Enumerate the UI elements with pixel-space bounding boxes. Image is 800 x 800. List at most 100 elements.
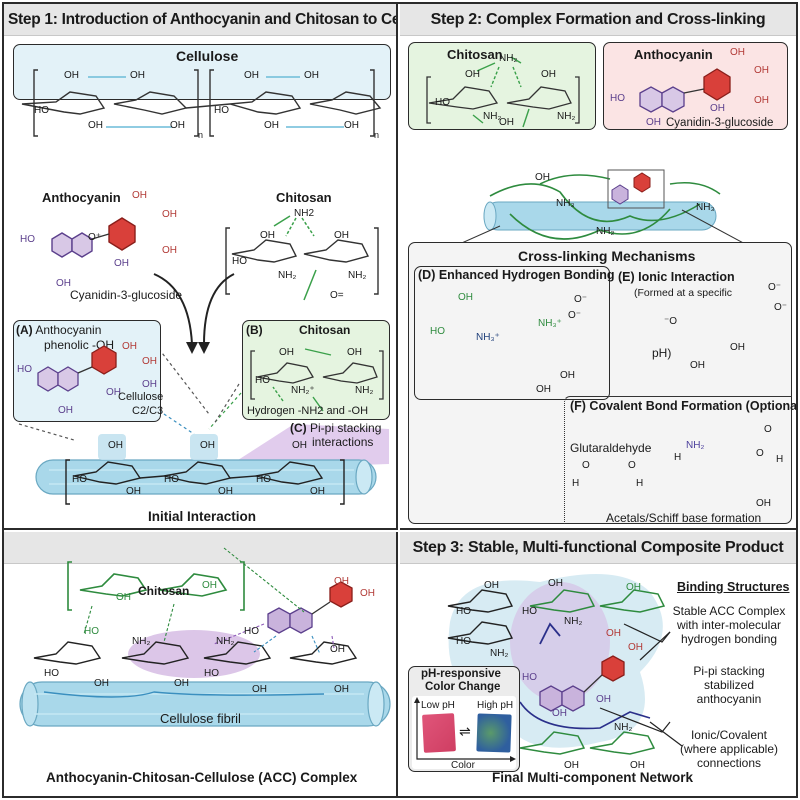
crosslinking-mechanisms-panel xyxy=(408,242,792,524)
panel-b-nh3-label: NH₂⁺ xyxy=(291,385,315,396)
f-nh2-label: NH₂ xyxy=(686,440,705,451)
panel-a-line2: phenolic -OH xyxy=(44,338,115,352)
anthocyanin-oh-label: OH xyxy=(162,209,177,220)
cellulose-oh-label: OH xyxy=(64,70,79,81)
fibril-oh-label: OH xyxy=(218,486,233,497)
acc-nh2-label: NH₂ xyxy=(216,636,235,647)
cellulose-repeat-n: n xyxy=(198,130,204,140)
panel-a-note1: Cellulose xyxy=(118,391,164,403)
cellulose-oh-label: OH xyxy=(88,120,103,131)
d-o-minus-label: O⁻ xyxy=(574,294,588,305)
anthocyanin-oh-label: OH xyxy=(114,258,129,269)
d-nh3-label: NH₃⁺ xyxy=(538,318,562,329)
step1-drawing xyxy=(18,69,389,505)
acc-anthocyanin-ho: HO xyxy=(244,626,259,637)
acc-complex-section: Chitosan OH OH HO NH₂ NH₂ OH OH HO OH HO… xyxy=(4,532,398,796)
cellulose-oh-label: OH xyxy=(264,120,279,131)
f-o-label: O xyxy=(764,424,772,435)
color-axis-label: Color xyxy=(451,760,475,771)
acc-anthocyanin-oh: OH xyxy=(360,588,375,599)
step2-oh-label: OH xyxy=(499,117,514,128)
step2-compound-name: Cyanidin-3-glucoside xyxy=(666,117,774,129)
s3-nh2-label: NH₂ xyxy=(564,616,583,627)
s3-oh-label: OH xyxy=(626,582,641,593)
e-o-minus-label: ⁻O xyxy=(664,316,678,327)
panel-f-label: (F) Covalent Bond Formation (Optional) xyxy=(570,399,796,413)
panel-b-ho-label: HO xyxy=(255,375,270,386)
chitosan-nh2-label: NH2 xyxy=(294,208,315,219)
step2-anthocyanin-title: Anthocyanin xyxy=(634,47,713,62)
step2-anthocyanin-oh: OH xyxy=(710,103,725,114)
cellulose-oh-label: OH xyxy=(130,70,145,81)
panel-c-pipi-label: (C) Pi-pi stacking xyxy=(290,421,382,435)
cellulose-panel xyxy=(13,44,391,100)
glutaraldehyde-o: O xyxy=(628,460,636,471)
step2-ho-label: HO xyxy=(435,97,450,108)
panel-a-oh-label: OH xyxy=(106,387,121,398)
d-ho-label: HO xyxy=(430,326,445,337)
acc-cellulose-oh: OH xyxy=(252,684,267,695)
panel-e-label: (E) Ionic Interaction xyxy=(618,270,735,284)
step2-anthocyanin-structure xyxy=(639,68,731,113)
step1-title: Step 1: Introduction of Anthocyanin and … xyxy=(4,4,396,36)
step2-chitosan-title: Chitosan xyxy=(447,47,503,62)
panel-b-tag: (B) xyxy=(246,323,263,337)
f-o-label: O xyxy=(756,448,764,459)
step2-nh2-label: NH₂ xyxy=(483,111,502,122)
s3-oh-label: OH xyxy=(628,642,643,653)
d-oh-label: OH xyxy=(536,384,551,395)
d-nh3-label: NH₃⁺ xyxy=(476,332,500,343)
s3-oh-label: OH xyxy=(552,708,567,719)
equilibrium-arrows: ⇌ xyxy=(459,723,471,739)
panel-e-note: (Formed at a specific xyxy=(634,287,733,299)
acc-cellulose-ho: HO xyxy=(204,668,219,679)
f-h-label: H xyxy=(674,452,682,463)
acc-oh-label: OH xyxy=(116,592,131,603)
cellulose-oh-label: OH xyxy=(304,70,319,81)
panel-a-oh-label: OH xyxy=(142,379,157,390)
panel-a-oh-label: OH xyxy=(58,405,73,416)
panel-b-caption: Hydrogen -NH2 and -OH xyxy=(247,405,369,417)
f-oh-label: OH xyxy=(756,498,771,509)
ph-color-change-box: pH-responsive Color Change Low pH High p… xyxy=(408,666,520,772)
step2-title: Step 2: Complex Formation and Cross-link… xyxy=(400,4,796,36)
s3-oh-label: OH xyxy=(630,760,645,771)
complex-nh3-label: NH₃ xyxy=(696,202,715,213)
panel-a-ho-label: HO xyxy=(17,364,32,375)
acc-complex-footer: Anthocyanin-Chitosan-Cellulose (ACC) Com… xyxy=(46,770,358,785)
binding-item-hbond: Stable ACC Complex with inter-molecular … xyxy=(672,604,786,646)
panel-b-nh2-label: NH₂ xyxy=(355,385,374,396)
low-ph-label: Low pH xyxy=(421,700,455,711)
fibril-ho-label: HO xyxy=(72,474,87,485)
d-oh-label: OH xyxy=(458,292,473,303)
panel-a-line1: Anthocyanin xyxy=(35,323,102,337)
panel-a-oh-label: OH xyxy=(142,356,157,367)
step1-footer: Initial Interaction xyxy=(148,509,257,524)
panel-b-chitosan-structure xyxy=(250,348,384,412)
cellulose-oh-label: OH xyxy=(244,70,259,81)
anthocyanin-compound-name: Cyanidin-3-glucoside xyxy=(70,288,183,302)
chitosan-oh-label: OH xyxy=(260,230,275,241)
step2-anthocyanin-oh: OH xyxy=(754,95,769,106)
panel-b-title: Chitosan xyxy=(299,323,351,337)
panel-f-covalent xyxy=(564,396,792,524)
panel-d-label: (D) Enhanced Hydrogen Bonding xyxy=(418,268,615,282)
chitosan-ho-label: HO xyxy=(232,256,247,267)
fibril-oh-label: OH xyxy=(200,440,215,451)
panel-a-oh-label: OH xyxy=(122,341,137,352)
fibril-ho-label: HO xyxy=(256,474,271,485)
s3-oh-label: OH xyxy=(548,578,563,589)
ph-box-title1: pH-responsive xyxy=(421,668,501,680)
fibril-oh-label: OH xyxy=(292,440,307,451)
fibril-oh-label: OH xyxy=(310,486,325,497)
step3-title: Step 3: Stable, Multi-functional Composi… xyxy=(400,532,796,564)
s3-oh-label: OH xyxy=(596,694,611,705)
ph-box-title2: Color Change xyxy=(425,681,501,693)
fibril-ho-label: HO xyxy=(164,474,179,485)
acc-anthocyanin-oh: OH xyxy=(330,644,345,655)
s3-ho-label: HO xyxy=(456,606,471,617)
s3-nh2-label: NH₂ xyxy=(614,722,633,733)
s3-ho-label: HO xyxy=(522,672,537,683)
e-o-minus-label: O⁻ xyxy=(768,282,782,293)
